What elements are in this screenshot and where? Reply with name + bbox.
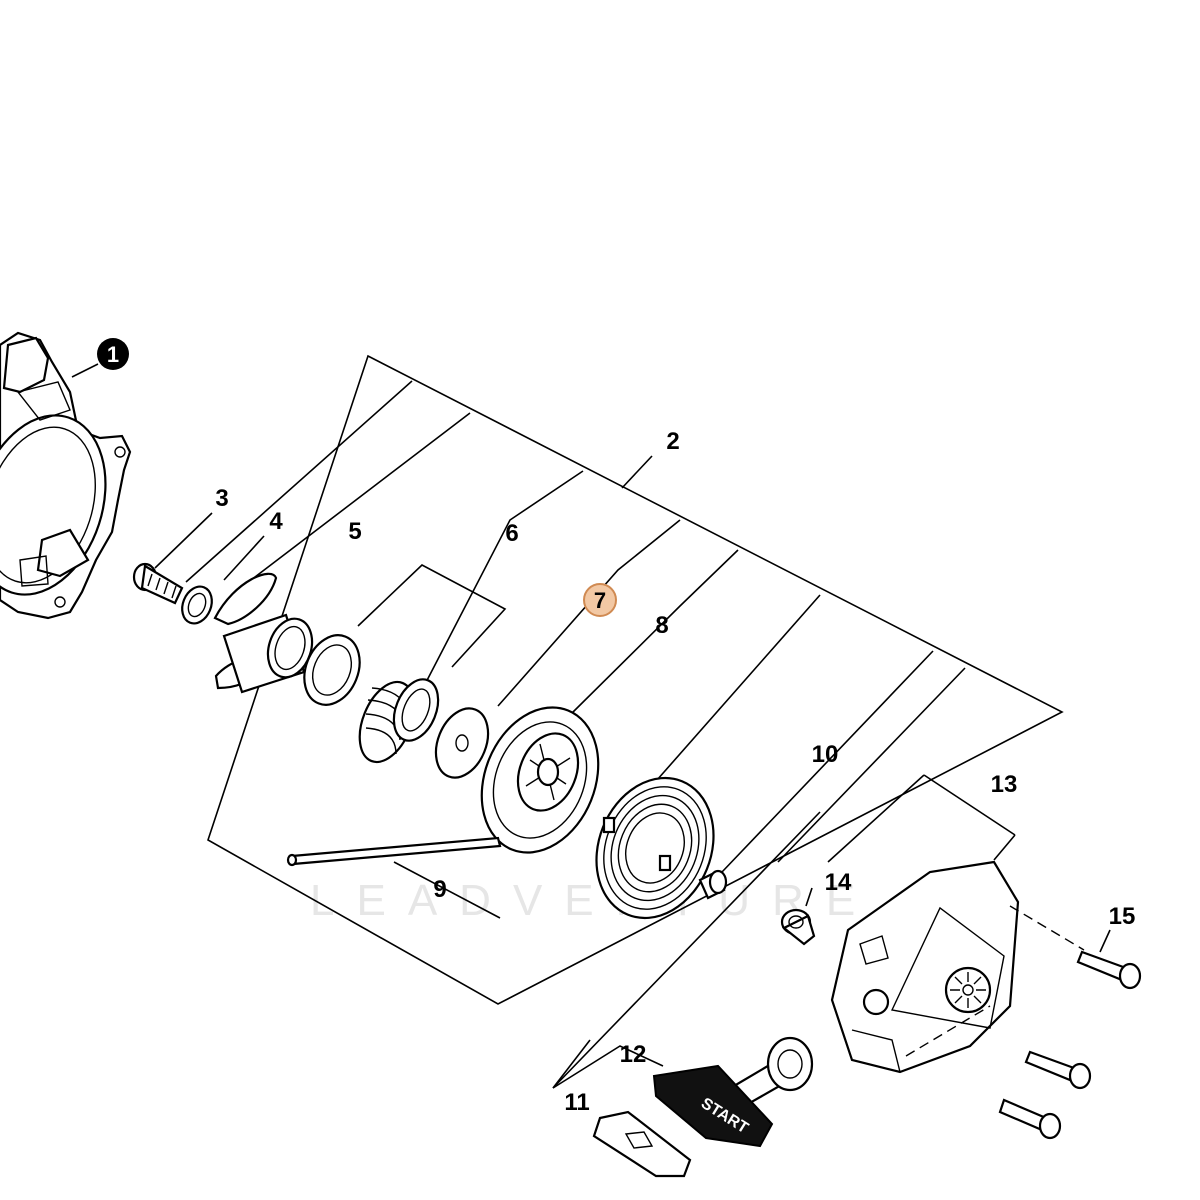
sleeve-part[interactable] [698,869,728,900]
screw-part-15-c[interactable] [998,1098,1062,1140]
fan-housing-part[interactable] [0,331,132,620]
screw-part-15-b[interactable] [1024,1050,1092,1090]
callout-12[interactable]: 12 [620,1041,647,1068]
svg-text:7: 7 [594,588,606,613]
washer-ring[interactable] [294,627,369,713]
callout-15[interactable]: 15 [1109,903,1136,930]
screw-part-15-a[interactable] [1076,950,1142,990]
svg-text:1: 1 [107,342,119,367]
watermark: LEADVENTURE [310,876,877,925]
callout-11[interactable]: 11 [564,1089,589,1116]
starter-rope-part-9[interactable] [286,836,502,867]
callout-1[interactable]: 1 [71,338,129,378]
callout-2[interactable]: 2 [666,428,679,455]
callout-7-highlighted[interactable]: 7 [583,583,617,617]
callout-5[interactable]: 5 [348,518,361,545]
callout-14[interactable]: 14 [825,869,852,896]
spring-part-6[interactable] [349,673,447,770]
callout-13[interactable]: 13 [991,771,1018,798]
screw-part-3[interactable] [132,562,184,605]
rope-rotor-part-8[interactable] [461,690,619,870]
washer-part-7[interactable] [426,701,497,786]
ratchet-bushing-part-5[interactable] [213,572,319,694]
washer-part-4[interactable] [177,582,217,628]
starter-handle-part-12[interactable]: START [652,1036,814,1148]
rewind-spring-part-10[interactable] [576,760,734,935]
callout-3[interactable]: 3 [215,485,228,512]
callout-4[interactable]: 4 [269,508,283,535]
grip-insert-part-11[interactable] [592,1110,692,1178]
callout-10[interactable]: 10 [812,741,839,768]
bushing-part-14[interactable] [780,908,816,946]
callout-9[interactable]: 9 [433,876,446,903]
callout-6[interactable]: 6 [505,520,518,547]
starter-cover-part-13[interactable] [830,860,1020,1074]
callout-8[interactable]: 8 [655,612,668,639]
